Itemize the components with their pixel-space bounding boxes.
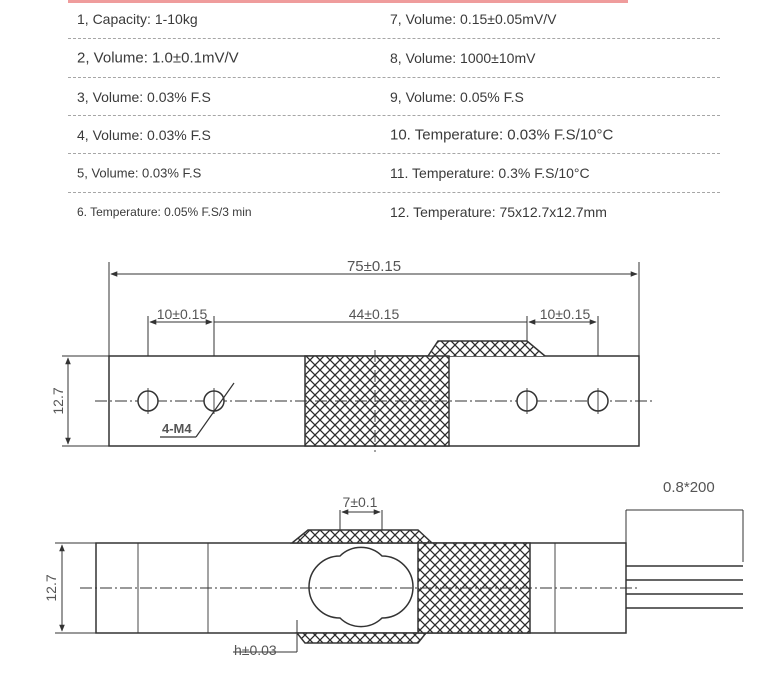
spec-dimensions-12: 12. Temperature: 75x12.7x12.7mm [390, 204, 607, 220]
spec-volume-4: 4, Volume: 0.03% F.S [77, 126, 211, 143]
spec-row: 5, Volume: 0.03% F.S 11. Temperature: 0.… [68, 154, 720, 193]
spec-row: 6. Temperature: 0.05% F.S/3 min 12. Temp… [68, 193, 720, 231]
binocular-hole [308, 546, 414, 628]
top-view [62, 262, 652, 452]
label-cable-spec: 0.8*200 [663, 479, 715, 496]
spec-row: 2, Volume: 1.0±0.1mV/V 8, Volume: 1000±1… [68, 39, 720, 78]
spec-volume-3: 3, Volume: 0.03% F.S [77, 88, 211, 105]
hole-callout-leader [195, 382, 235, 438]
spec-volume-5: 5, Volume: 0.03% F.S [77, 165, 202, 181]
strain-gauge-cover-side [289, 529, 434, 544]
label-height-side: 12.7 [43, 574, 59, 601]
label-center-length: 44±0.15 [349, 306, 400, 322]
label-hole-spacing-left: 10±0.15 [157, 306, 208, 322]
label-hole-spacing-right: 10±0.15 [540, 306, 591, 322]
header-accent-line [68, 0, 628, 3]
spec-row: 3, Volume: 0.03% F.S 9, Volume: 0.05% F.… [68, 78, 720, 116]
strain-gauge-cover-top [427, 340, 546, 357]
spec-row: 1, Capacity: 1-10kg 7, Volume: 0.15±0.05… [68, 0, 720, 39]
spec-temperature-11: 11. Temperature: 0.3% F.S/10°C [390, 165, 590, 181]
label-overall-length: 75±0.15 [347, 258, 401, 275]
label-bridge-width: 7±0.1 [343, 494, 378, 510]
spec-temperature-10: 10. Temperature: 0.03% F.S/10°C [390, 126, 614, 143]
label-hole-callout: 4-M4 [162, 421, 192, 436]
strain-gauge-cover-bottom [295, 632, 428, 644]
spec-rated-output: 7, Volume: 0.15±0.05mV/V [390, 11, 557, 27]
label-web-thickness: h±0.03 [234, 642, 277, 658]
label-height-top: 12.7 [50, 387, 66, 414]
spec-capacity: 1, Capacity: 1-10kg [77, 11, 198, 27]
spec-volume-1: 2, Volume: 1.0±0.1mV/V [77, 49, 239, 67]
spec-temperature-6: 6. Temperature: 0.05% F.S/3 min [77, 205, 252, 219]
spec-table: 1, Capacity: 1-10kg 7, Volume: 0.15±0.05… [68, 0, 720, 231]
spec-volume-8: 8, Volume: 1000±10mV [390, 50, 536, 66]
spec-row: 4, Volume: 0.03% F.S 10. Temperature: 0.… [68, 116, 720, 154]
side-view [55, 509, 744, 653]
spec-volume-9: 9, Volume: 0.05% F.S [390, 88, 524, 105]
strain-gauge-area-side [417, 542, 531, 634]
